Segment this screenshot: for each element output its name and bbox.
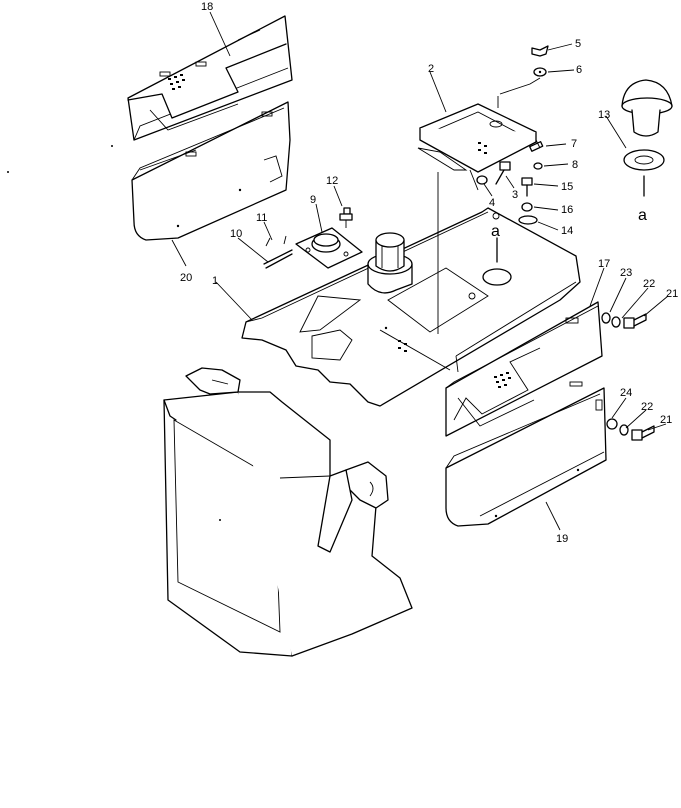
callout-5: 5 bbox=[575, 38, 581, 50]
part-1-hood bbox=[241, 207, 581, 407]
callout-23: 23 bbox=[620, 267, 632, 279]
callout-22-upper: 22 bbox=[643, 278, 655, 290]
air-intake-stack bbox=[367, 232, 413, 294]
callout-10: 10 bbox=[230, 228, 242, 240]
callout-1: 1 bbox=[212, 275, 218, 287]
fasteners-right bbox=[601, 312, 655, 441]
part-17-right-upper-cover bbox=[445, 301, 603, 437]
part-2-access-plate bbox=[417, 103, 537, 334]
callout-22-lower: 22 bbox=[641, 401, 653, 413]
reference-a-cap: a bbox=[638, 207, 647, 224]
callout-7: 7 bbox=[571, 138, 577, 150]
callout-3: 3 bbox=[512, 189, 518, 201]
callout-2: 2 bbox=[428, 63, 434, 75]
fasteners-upper bbox=[476, 45, 549, 225]
scan-specks bbox=[7, 145, 221, 521]
part-10-11-pins bbox=[263, 235, 293, 269]
callout-6: 6 bbox=[576, 64, 582, 76]
callout-8: 8 bbox=[572, 159, 578, 171]
callout-15: 15 bbox=[561, 181, 573, 193]
callout-21-upper: 21 bbox=[666, 288, 678, 300]
reference-a-hood: a bbox=[491, 223, 500, 240]
callout-24: 24 bbox=[620, 387, 632, 399]
callout-17: 17 bbox=[598, 258, 610, 270]
leader-lines bbox=[171, 11, 669, 531]
callout-14: 14 bbox=[561, 225, 573, 237]
callout-21-lower: 21 bbox=[660, 414, 672, 426]
part-18-left-upper-cover bbox=[127, 15, 293, 141]
part-20-left-lower-cover bbox=[131, 101, 291, 241]
callout-12: 12 bbox=[326, 175, 338, 187]
callout-11: 11 bbox=[256, 212, 267, 224]
callout-13: 13 bbox=[598, 109, 610, 121]
callout-labels: 18 2 5 6 13 7 8 3 4 15 16 14 12 9 11 10 … bbox=[180, 1, 678, 545]
callout-19: 19 bbox=[556, 533, 568, 545]
part-12-bolt bbox=[339, 207, 353, 228]
callout-9: 9 bbox=[310, 194, 316, 206]
part-13-cap bbox=[621, 79, 673, 197]
callout-18: 18 bbox=[201, 1, 213, 13]
part-19-right-lower-cover bbox=[445, 387, 607, 527]
callout-20: 20 bbox=[180, 272, 192, 284]
part-9-cap-base bbox=[295, 227, 363, 269]
radiator-frame bbox=[163, 367, 413, 657]
callout-16: 16 bbox=[561, 204, 573, 216]
callout-4: 4 bbox=[489, 197, 495, 209]
